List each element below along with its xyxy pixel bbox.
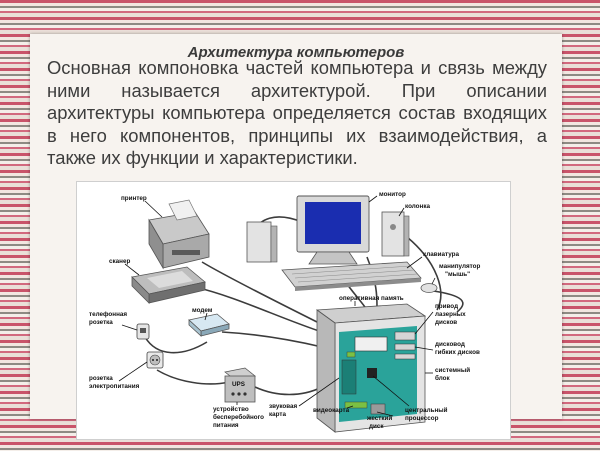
keyboard-icon <box>281 261 422 291</box>
label-laser-drive-3: дисков <box>435 319 457 326</box>
monitor-cable <box>366 256 378 308</box>
printer-cable <box>201 261 318 323</box>
phone-cable <box>144 336 208 354</box>
motherboard-psu <box>354 336 388 352</box>
ups-icon: UPS <box>224 367 256 403</box>
label-speaker: колонка <box>405 203 430 210</box>
video-card-board <box>344 401 368 409</box>
monitor-icon <box>296 195 370 265</box>
label-video-card: видеокарта <box>313 407 350 414</box>
label-laser-drive-1: привод <box>435 303 458 310</box>
ups-cable <box>254 386 323 396</box>
speaker-right-cable <box>406 236 442 311</box>
label-laser-drive-2: лазерных <box>435 311 466 318</box>
label-scanner: сканер <box>109 258 130 265</box>
mouse-icon <box>420 283 438 293</box>
diagram-labels: принтер сканер телефонная розетка модем … <box>89 191 480 430</box>
label-keyboard: клавиатура <box>423 251 459 258</box>
scanner-cable <box>194 286 323 333</box>
cpu-chip <box>367 368 377 378</box>
system-unit-icon <box>315 303 427 433</box>
slide-paragraph: Основная компоновка частей компьютера и … <box>47 57 547 168</box>
label-phone-socket-2: розетка <box>89 319 113 326</box>
ups-device-label: UPS <box>232 381 245 388</box>
label-monitor: монитор <box>379 191 406 198</box>
label-modem: модем <box>192 307 213 314</box>
hdd-chip <box>370 403 386 415</box>
label-hdd-2: диск <box>369 423 384 430</box>
label-sound-card-2: карта <box>269 411 287 418</box>
label-floppy-2: гибких дисков <box>435 348 480 356</box>
label-mouse-2: "мышь" <box>445 271 470 278</box>
printer-icon <box>148 199 210 270</box>
label-ups-1: устройство <box>213 405 249 413</box>
slide-title: Архитектура компьютеров <box>187 44 405 61</box>
label-hdd-1: жесткий <box>366 414 392 422</box>
label-system-unit-1: системный <box>435 366 470 374</box>
phone-socket-icon <box>136 323 150 340</box>
speaker-right-icon <box>381 211 410 257</box>
speaker-left-icon <box>246 221 278 263</box>
label-power-outlet-2: электропитания <box>89 383 140 390</box>
label-sound-card-1: звуковая <box>269 403 298 410</box>
label-cpu-1: центральный <box>405 406 448 414</box>
computer-architecture-diagram: UPS <box>76 181 511 440</box>
label-printer: принтер <box>121 195 147 202</box>
label-cpu-2: процессор <box>405 415 439 422</box>
label-system-unit-2: блок <box>435 374 450 382</box>
label-ram: оперативная память <box>339 295 404 302</box>
label-ups-3: питания <box>213 422 239 429</box>
power-outlet-icon <box>146 351 164 369</box>
label-phone-socket-1: телефонная <box>89 311 127 318</box>
label-ups-2: бесперебойного <box>213 413 264 421</box>
label-mouse-1: манипулятор <box>439 263 480 270</box>
pointer-lines <box>118 195 436 417</box>
modem-cable <box>221 331 323 348</box>
label-floppy-1: дисковод <box>435 341 465 348</box>
diagram-svg: UPS <box>89 191 480 433</box>
power-cable <box>156 369 230 385</box>
scanner-icon <box>131 266 206 304</box>
label-power-outlet-1: розетка <box>89 375 113 382</box>
cables <box>144 216 464 396</box>
modem-icon <box>188 313 230 337</box>
